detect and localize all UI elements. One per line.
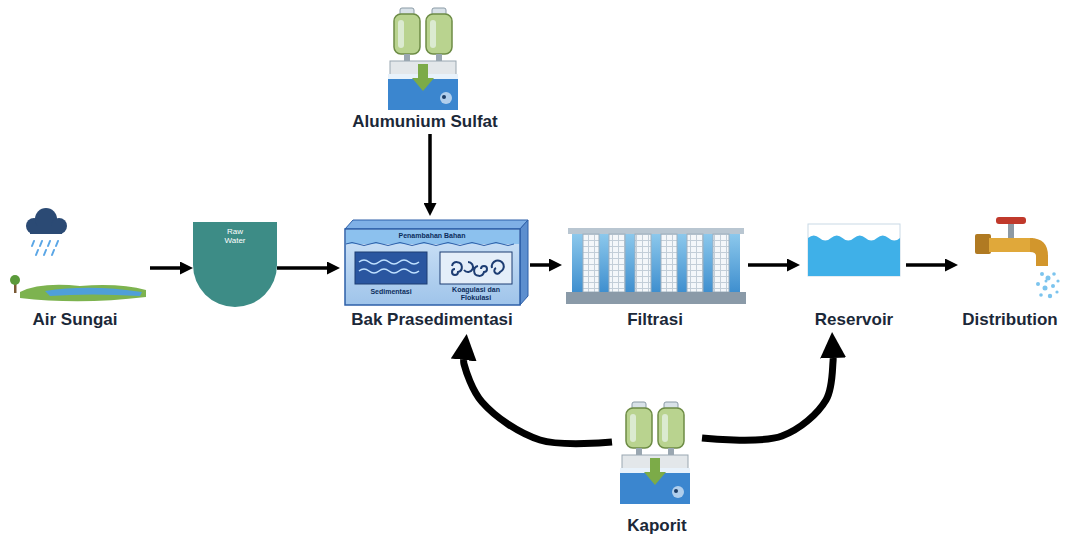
dosing-unit — [388, 8, 458, 110]
flow-arrow — [428, 134, 432, 203]
flow-arrow — [464, 360, 612, 444]
sedimentation-basin — [345, 220, 528, 305]
node-text: Penambahan Bahan — [399, 232, 466, 240]
node-label: Bak Prasedimentasi — [351, 310, 513, 330]
node-label: Filtrasi — [627, 310, 683, 330]
node-label: Kaporit — [627, 516, 687, 536]
node-label: Reservoir — [815, 310, 893, 330]
dosing-node: Alumunium Sulfat — [350, 2, 499, 134]
flow-arrow — [906, 263, 945, 267]
stage-box: Koagulasi dan Flokulasi — [439, 252, 513, 304]
flow-arrow — [702, 358, 833, 440]
dosing-unit — [620, 402, 690, 504]
node-label: Air Sungai — [32, 310, 117, 330]
reservoir-tank — [808, 224, 900, 276]
dosing-node: Kaporit — [612, 398, 702, 540]
filter-node: Filtrasi — [562, 226, 748, 332]
river-icon — [10, 208, 146, 301]
node-text: Koagulasi dan Flokulasi — [441, 286, 511, 302]
basin-node: Penambahan BahanBak Prasedimentasi Sedime… — [340, 216, 530, 334]
tap-node: Distribution — [958, 212, 1068, 332]
faucet-icon — [975, 217, 1060, 298]
flow-arrow — [530, 263, 549, 267]
stage-box: Sedimentasi — [354, 252, 428, 304]
filter-unit — [566, 228, 746, 304]
node-text: Sedimentasi — [356, 288, 426, 296]
source-node: Air Sungai — [10, 212, 150, 332]
tank-node: Raw Water — [193, 222, 277, 308]
node-label: Distribution — [962, 310, 1057, 330]
flow-arrow — [277, 266, 327, 270]
flow-arrow — [748, 263, 787, 267]
node-label: Alumunium Sulfat — [352, 112, 497, 132]
node-text: Raw Water — [218, 227, 252, 245]
reservoir-node: Reservoir — [800, 220, 906, 332]
raw-water-tank — [193, 222, 277, 307]
flow-arrow — [150, 266, 180, 270]
